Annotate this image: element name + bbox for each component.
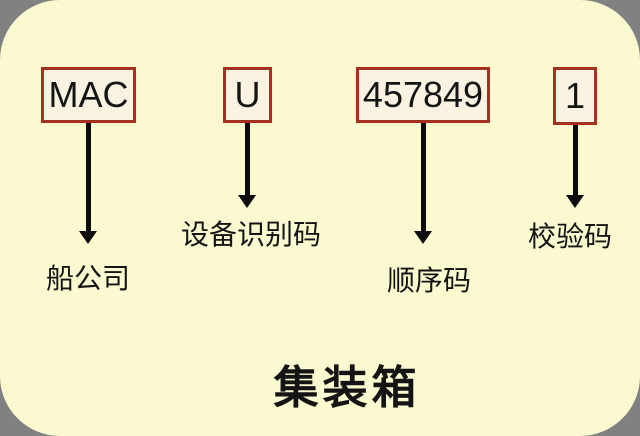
- code-box-serial-text: 457849: [362, 74, 484, 115]
- down-arrow-owner: [79, 123, 97, 244]
- down-arrow-equipment: [238, 123, 256, 208]
- down-arrow-serial: [414, 123, 432, 244]
- code-box-equipment-text: U: [234, 74, 261, 115]
- arrow-shaft: [244, 123, 250, 195]
- label-serial-number: 顺序码: [386, 266, 472, 297]
- label-equipment-id: 设备识别码: [180, 220, 322, 251]
- arrow-shaft: [572, 125, 578, 195]
- code-box-serial: 457849: [356, 67, 490, 123]
- diagram-title: 集装箱: [273, 363, 421, 413]
- arrow-head: [238, 195, 256, 208]
- arrow-shaft: [420, 123, 426, 231]
- code-box-check-text: 1: [564, 75, 586, 116]
- label-shipping-company: 船公司: [45, 264, 131, 295]
- label-check-digit: 校验码: [527, 222, 613, 253]
- code-box-owner-text: MAC: [48, 74, 129, 115]
- code-box-owner: MAC: [41, 67, 136, 123]
- code-box-check: 1: [553, 67, 597, 125]
- arrow-head: [414, 231, 432, 244]
- arrow-head: [79, 231, 97, 244]
- arrow-shaft: [85, 123, 91, 231]
- down-arrow-check: [566, 125, 584, 208]
- code-box-equipment: U: [223, 67, 272, 123]
- arrow-head: [566, 195, 584, 208]
